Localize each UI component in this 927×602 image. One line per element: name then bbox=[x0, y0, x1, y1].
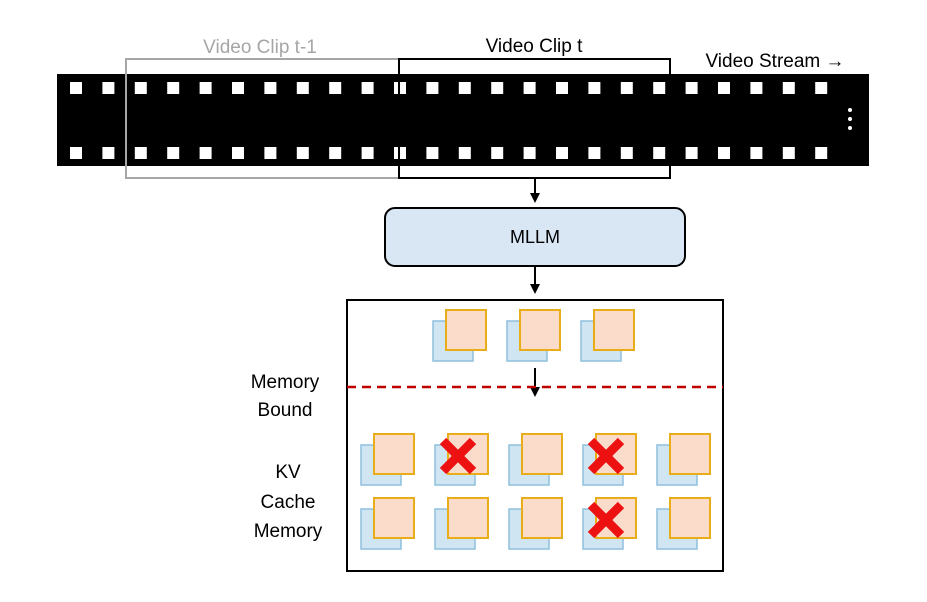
kv-token bbox=[360, 433, 415, 486]
sprocket-hole bbox=[718, 82, 730, 94]
sprocket-hole bbox=[199, 147, 212, 159]
sprocket-hole bbox=[620, 82, 633, 94]
value-block bbox=[445, 309, 487, 351]
sprocket-hole bbox=[653, 147, 666, 159]
sprocket-hole bbox=[815, 147, 828, 159]
sprocket-hole bbox=[134, 147, 147, 159]
evicted-cross-icon bbox=[439, 437, 477, 475]
sprocket-hole bbox=[782, 147, 795, 159]
video-stream-filmstrip bbox=[57, 74, 869, 166]
evicted-cross-icon bbox=[587, 501, 625, 539]
mllm-block: MLLM bbox=[384, 207, 686, 267]
sprocket-hole bbox=[361, 147, 374, 159]
sprocket-hole bbox=[458, 82, 471, 94]
sprocket-holes-top bbox=[70, 82, 828, 94]
sprocket-hole bbox=[556, 147, 568, 159]
kv-token bbox=[580, 309, 635, 362]
sprocket-hole bbox=[361, 82, 374, 94]
evicted-cross-icon bbox=[587, 437, 625, 475]
kv-token bbox=[434, 497, 489, 550]
sprocket-hole bbox=[167, 82, 180, 94]
sprocket-hole bbox=[491, 147, 504, 159]
incoming-kv-tokens bbox=[432, 309, 635, 362]
sprocket-hole bbox=[750, 82, 763, 94]
sprocket-hole bbox=[296, 147, 309, 159]
more-frames-ellipsis bbox=[848, 108, 852, 130]
kv-cache-memory-label-line2: Cache bbox=[261, 492, 316, 513]
video-stream-label: Video Stream → bbox=[705, 51, 844, 72]
sprocket-hole bbox=[167, 147, 180, 159]
value-block bbox=[521, 497, 563, 539]
value-block bbox=[519, 309, 561, 351]
sprocket-hole bbox=[296, 82, 309, 94]
kv-token bbox=[360, 497, 415, 550]
sprocket-hole bbox=[329, 82, 342, 94]
sprocket-hole bbox=[653, 82, 666, 94]
value-block bbox=[373, 497, 415, 539]
mllm-label: MLLM bbox=[510, 227, 560, 247]
sprocket-hole bbox=[329, 147, 342, 159]
kv-token bbox=[656, 497, 711, 550]
kv-token bbox=[508, 497, 563, 550]
sprocket-hole bbox=[620, 147, 633, 159]
sprocket-hole bbox=[588, 147, 601, 159]
kv-cache-memory-label-line3: Memory bbox=[254, 521, 323, 542]
sprocket-hole bbox=[556, 82, 568, 94]
sprocket-hole bbox=[491, 82, 504, 94]
sprocket-hole bbox=[426, 82, 439, 94]
value-block bbox=[373, 433, 415, 475]
sprocket-hole bbox=[134, 82, 147, 94]
sprocket-hole bbox=[523, 147, 536, 159]
kv-cache-memory-label-line1: KV bbox=[275, 462, 301, 483]
cached-kv-tokens bbox=[360, 433, 711, 550]
sprocket-hole bbox=[685, 82, 698, 94]
value-block bbox=[593, 309, 635, 351]
value-block bbox=[447, 497, 489, 539]
sprocket-holes-bottom bbox=[70, 147, 828, 159]
sprocket-hole bbox=[588, 82, 601, 94]
sprocket-hole bbox=[782, 82, 795, 94]
video-clip-prev-label: Video Clip t-1 bbox=[203, 37, 317, 58]
sprocket-hole bbox=[199, 82, 212, 94]
memory-bound-label-line1: Memory bbox=[251, 372, 320, 393]
sprocket-hole bbox=[426, 147, 439, 159]
kv-token bbox=[506, 309, 561, 362]
kv-token bbox=[432, 309, 487, 362]
sprocket-hole bbox=[523, 82, 536, 94]
video-clip-current-label: Video Clip t bbox=[486, 36, 584, 57]
sprocket-hole bbox=[264, 82, 277, 94]
value-block bbox=[669, 497, 711, 539]
sprocket-hole bbox=[232, 82, 244, 94]
sprocket-hole bbox=[750, 147, 763, 159]
sprocket-hole bbox=[815, 82, 828, 94]
sprocket-hole bbox=[458, 147, 471, 159]
sprocket-hole bbox=[70, 147, 82, 159]
sprocket-hole bbox=[718, 147, 730, 159]
kv-token bbox=[508, 433, 563, 486]
value-block bbox=[521, 433, 563, 475]
sprocket-hole bbox=[70, 82, 82, 94]
sprocket-hole bbox=[102, 82, 115, 94]
sprocket-hole bbox=[685, 147, 698, 159]
value-block bbox=[669, 433, 711, 475]
sprocket-hole bbox=[264, 147, 277, 159]
memory-bound-label-line2: Bound bbox=[258, 400, 313, 421]
sprocket-hole bbox=[232, 147, 244, 159]
sprocket-hole bbox=[102, 147, 115, 159]
kv-token bbox=[656, 433, 711, 486]
